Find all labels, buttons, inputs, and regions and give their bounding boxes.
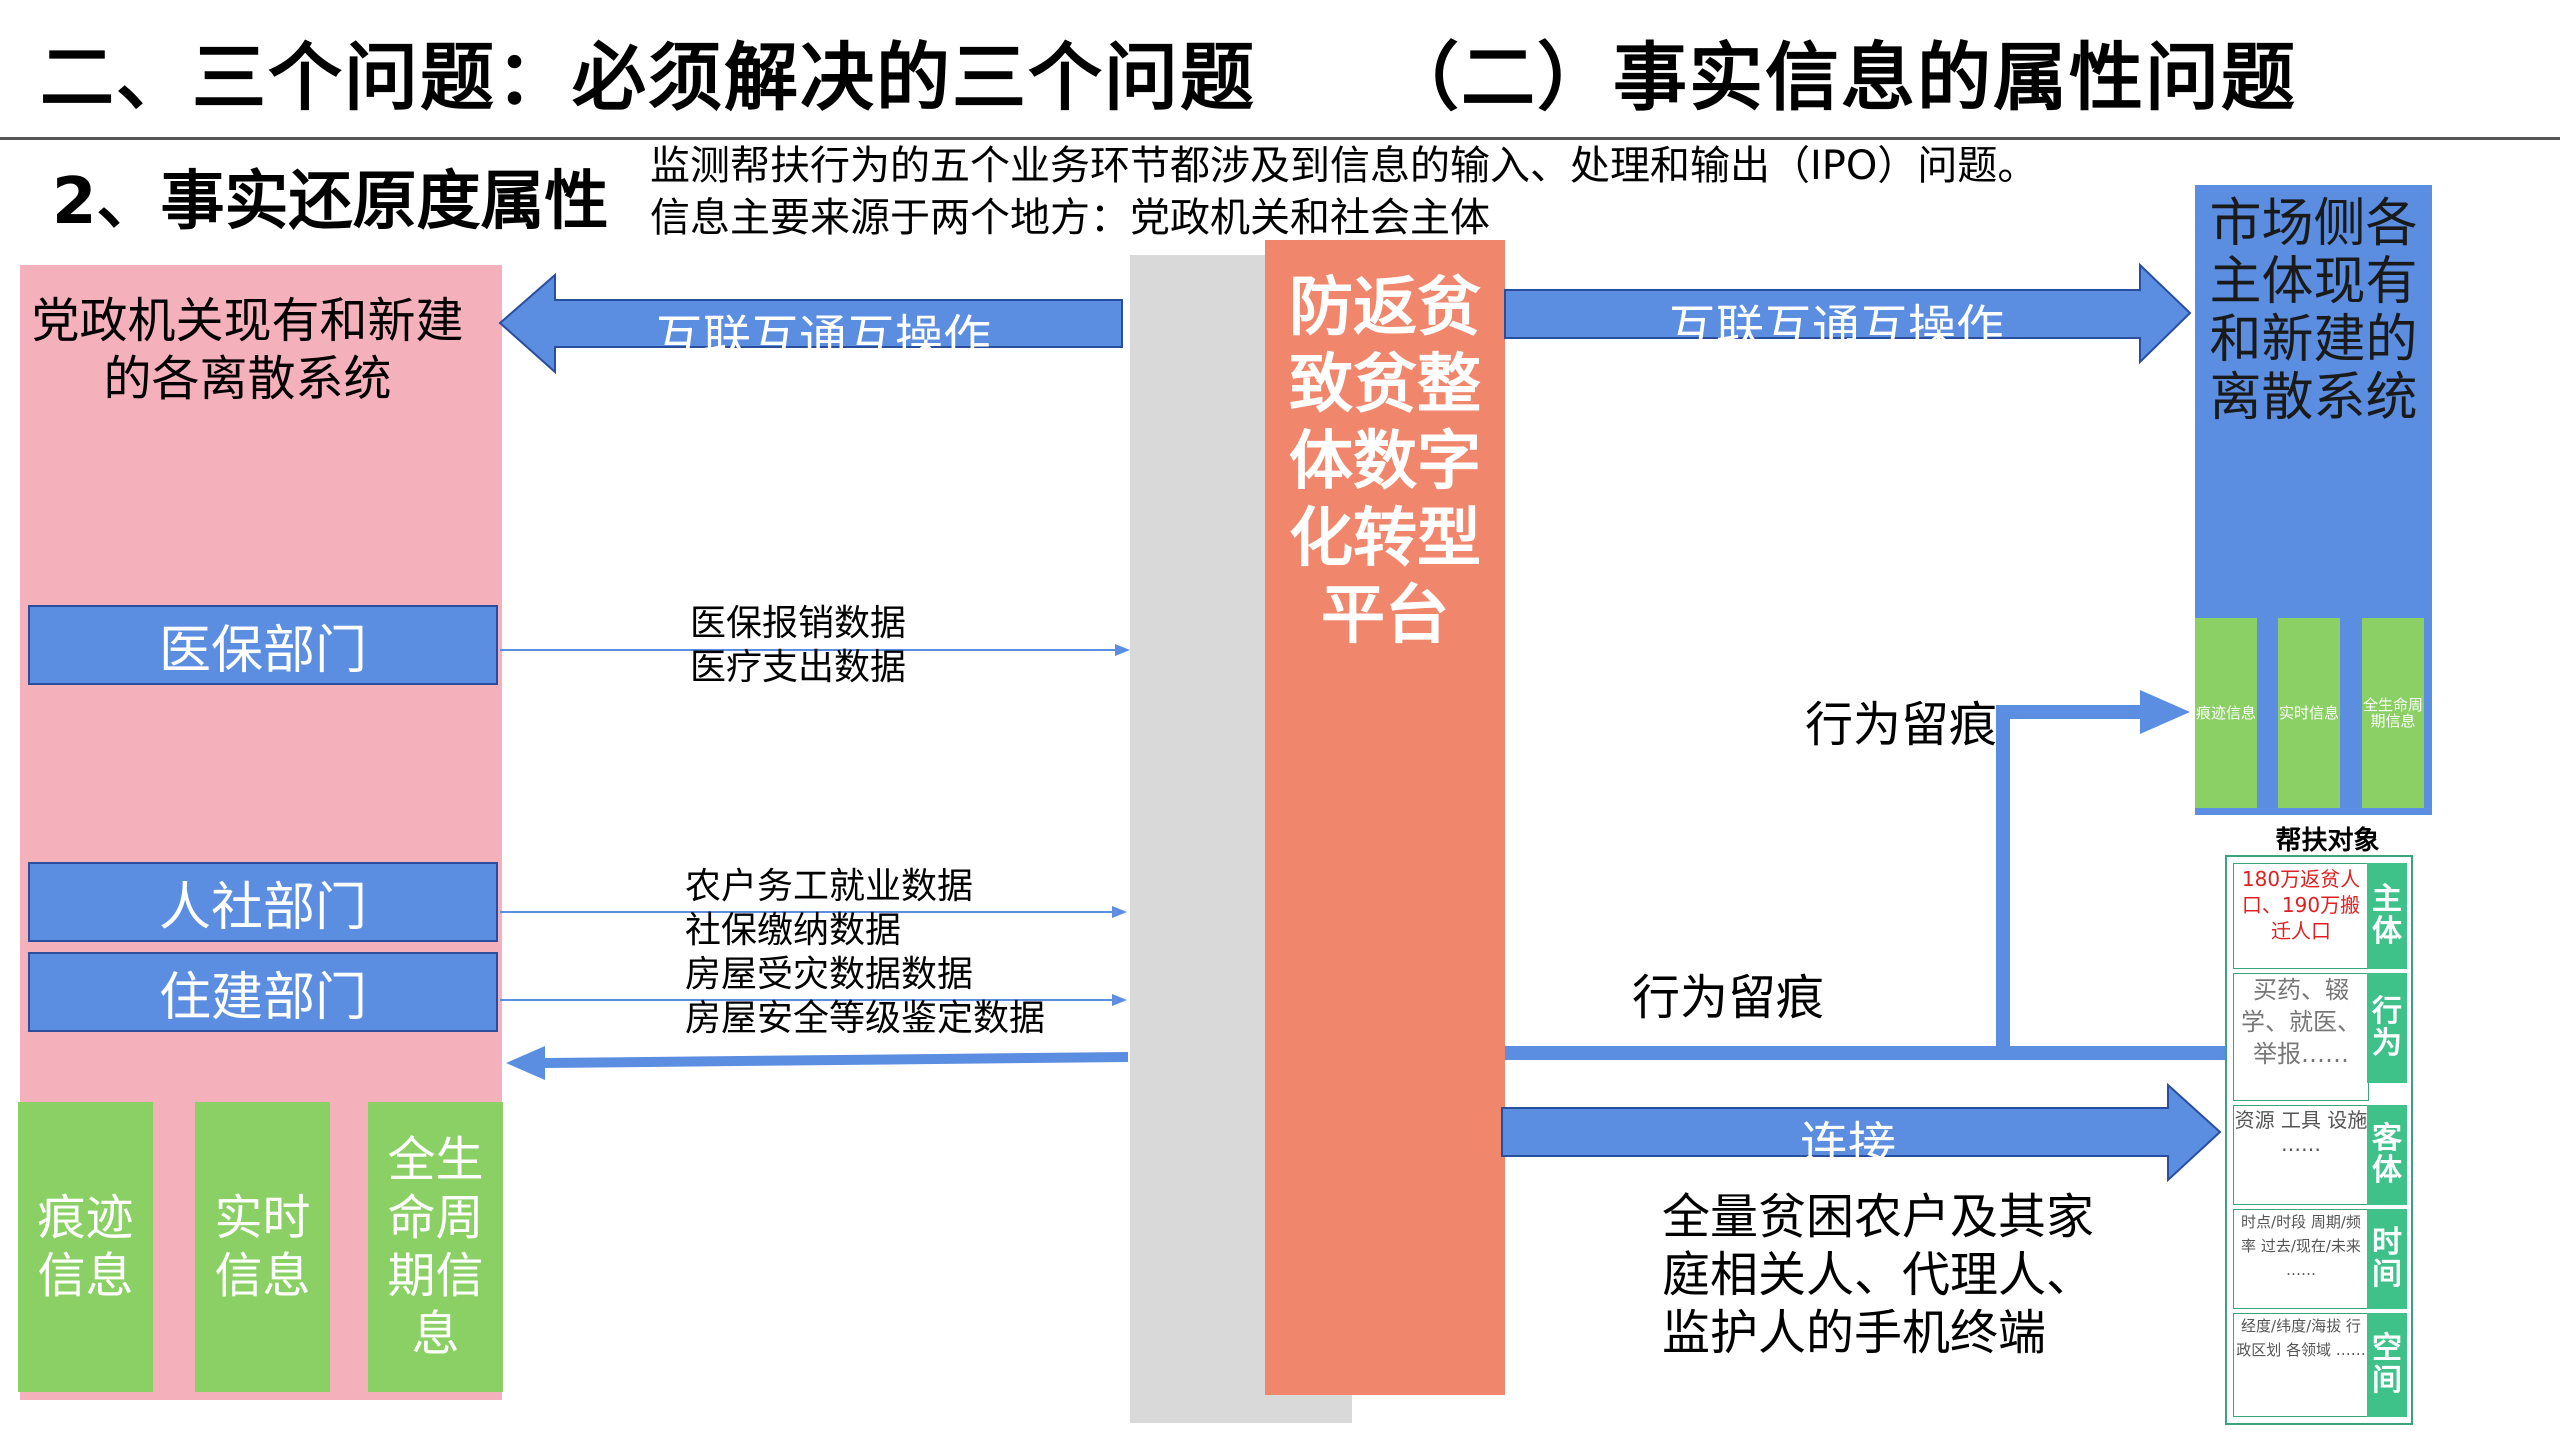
- panel-object-side: 客体: [2367, 1105, 2407, 1205]
- left-interop-arrow: [498, 272, 1123, 375]
- dept-human-resources: 人社部门: [28, 862, 498, 942]
- right-interop-arrow: [1504, 262, 2192, 365]
- help-target-panel: 180万返贫人口、190万搬迁人口 主体 买药、辍学、就医、举报…… 行为 资源…: [2225, 855, 2413, 1425]
- market-systems-title: 市场侧各主体现有和新建的离散系统: [2209, 194, 2418, 428]
- panel-time-cell: 时点/时段 周期/频率 过去/现在/未来 ……: [2233, 1209, 2369, 1309]
- right-lifecycle-info: 全生命周期信息: [2362, 618, 2424, 808]
- panel-space-side: 空间: [2367, 1313, 2407, 1417]
- help-target-title: 帮扶对象: [2275, 826, 2380, 856]
- label-housing-disaster: 房屋受灾数据数据: [685, 954, 974, 995]
- label-housing-safety: 房屋安全等级鉴定数据: [685, 998, 1046, 1039]
- left-interop-label: 互联互通互操作: [655, 310, 992, 366]
- panel-behavior-cell: 买药、辍学、就医、举报……: [2233, 973, 2369, 1101]
- medical-data-labels: 医保报销数据 医疗支出数据: [690, 602, 906, 690]
- subtitle: 2、事实还原度属性: [52, 165, 609, 239]
- dept-housing: 住建部门: [28, 952, 498, 1032]
- right-interop-label: 互联互通互操作: [1668, 300, 2005, 356]
- intro-line-1: 监测帮扶行为的五个业务环节都涉及到信息的输入、处理和输出（IPO）问题。: [650, 143, 2038, 189]
- header-divider: [0, 137, 2560, 140]
- panel-subject-side: 主体: [2367, 863, 2407, 969]
- panel-subject-cell: 180万返贫人口、190万搬迁人口: [2233, 863, 2369, 969]
- label-employment: 农户务工就业数据: [685, 866, 974, 907]
- medical-data-arrowhead: [1115, 644, 1130, 656]
- right-trace-info: 痕迹信息: [2195, 618, 2257, 808]
- label-social-security: 社保缴纳数据: [685, 910, 902, 951]
- platform-box: [1265, 240, 1505, 1395]
- social-data-labels: 农户务工就业数据 社保缴纳数据: [685, 865, 973, 953]
- connect-label: 连接: [1800, 1117, 1897, 1173]
- connect-arrow: [1501, 1082, 2222, 1183]
- section-title: （二）事实信息的属性问题: [1385, 35, 2297, 121]
- social-data-arrowhead: [1112, 906, 1127, 918]
- government-systems-title: 党政机关现有和新建的各离散系统: [31, 293, 464, 407]
- trace-horizontal-line: [1505, 1046, 2225, 1060]
- panel-space-cell: 经度/纬度/海拔 行政区划 各领域 ……: [2233, 1313, 2369, 1417]
- panel-object-cell: 资源 工具 设施 ……: [2233, 1105, 2369, 1205]
- panel-behavior-side: 行为: [2367, 973, 2407, 1083]
- phone-terminal-text: 全量贫困农户及其家庭相关人、代理人、监护人的手机终端: [1662, 1189, 2095, 1361]
- trace-vertical-line: [1996, 705, 2010, 1053]
- housing-data-arrowhead: [1112, 994, 1127, 1006]
- label-medical-reimbursement: 医保报销数据: [690, 603, 907, 644]
- intro-text: 监测帮扶行为的五个业务环节都涉及到信息的输入、处理和输出（IPO）问题。 信息主…: [650, 140, 2037, 244]
- panel-time-side: 时间: [2367, 1209, 2407, 1309]
- left-realtime-info: 实时信息: [195, 1102, 330, 1392]
- trace-upper-label: 行为留痕: [1805, 697, 1998, 753]
- label-medical-expense: 医疗支出数据: [690, 647, 907, 688]
- housing-data-labels: 房屋受灾数据数据 房屋安全等级鉴定数据: [685, 953, 1045, 1041]
- trace-lower-label: 行为留痕: [1632, 970, 1825, 1026]
- dept-medical-insurance: 医保部门: [28, 605, 498, 685]
- platform-title: 防返贫致贫整体数字化转型平台: [1289, 271, 1481, 653]
- right-realtime-info: 实时信息: [2278, 618, 2340, 808]
- page-title: 二、三个问题：必须解决的三个问题: [40, 35, 1256, 121]
- trace-upper-arrow: [2003, 690, 2190, 734]
- intro-line-2: 信息主要来源于两个地方：党政机关和社会主体: [650, 195, 1490, 241]
- left-trace-info: 痕迹信息: [18, 1102, 153, 1392]
- left-lifecycle-info: 全生命周期信息: [368, 1102, 503, 1392]
- return-arrow: [506, 1046, 1128, 1080]
